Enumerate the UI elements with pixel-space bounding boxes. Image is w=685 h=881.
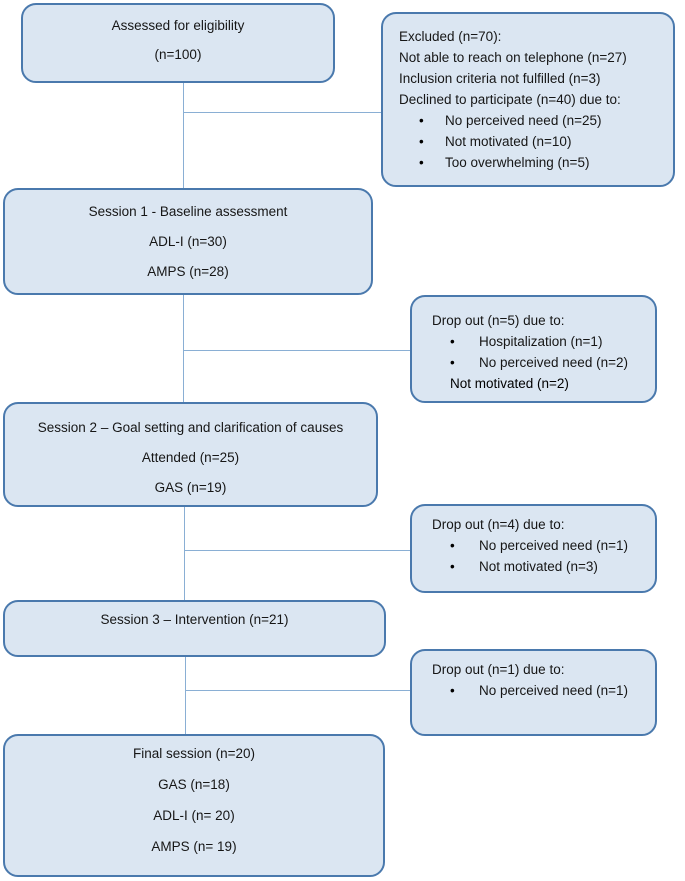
dropout2-bullet-item: • Not motivated (n=3) [432, 556, 645, 577]
session3-title: Session 3 – Intervention (n=21) [100, 612, 289, 627]
connector-assessed-to-session1 [183, 83, 184, 188]
dropout1-box: Drop out (n=5) due to: • Hospitalization… [410, 295, 657, 403]
dropout1-bullet-text: Hospitalization (n=1) [479, 334, 603, 349]
excluded-bullet-text: Not motivated (n=10) [445, 134, 572, 149]
bullet-icon: • [450, 355, 455, 370]
dropout1-title: Drop out (n=5) due to: [432, 313, 565, 328]
bullet-icon: • [450, 683, 455, 698]
dropout3-title: Drop out (n=1) due to: [432, 662, 565, 677]
connector-branch-to-dropout2 [185, 550, 410, 551]
session1-box: Session 1 - Baseline assessment ADL-I (n… [3, 188, 373, 295]
connector-branch-to-dropout1 [184, 350, 410, 351]
dropout2-title: Drop out (n=4) due to: [432, 517, 565, 532]
dropout2-bullet-text: Not motivated (n=3) [479, 559, 598, 574]
dropout2-bullet-text: No perceived need (n=1) [479, 538, 628, 553]
session2-attended: Attended (n=25) [141, 450, 240, 465]
final-box: Final session (n=20) GAS (n=18) ADL-I (n… [3, 734, 385, 877]
connector-session1-to-session2 [183, 295, 184, 402]
excluded-bullet-text: No perceived need (n=25) [445, 113, 602, 128]
bullet-icon: • [419, 113, 424, 128]
connector-branch-to-excluded [184, 112, 381, 113]
excluded-reason: Declined to participate (n=40) due to: [399, 92, 621, 107]
bullet-icon: • [419, 134, 424, 149]
final-adli: ADL-I (n= 20) [153, 808, 235, 823]
dropout3-bullet-text: No perceived need (n=1) [479, 683, 628, 698]
final-amps: AMPS (n= 19) [151, 839, 237, 854]
excluded-box: Excluded (n=70): Not able to reach on te… [381, 12, 675, 187]
connector-session2-to-session3 [184, 507, 185, 600]
session2-box: Session 2 – Goal setting and clarificati… [3, 402, 378, 507]
assessed-box: Assessed for eligibility (n=100) [21, 3, 335, 83]
session2-title: Session 2 – Goal setting and clarificati… [37, 420, 344, 435]
excluded-bullet-item: • Too overwhelming (n=5) [399, 152, 661, 173]
connector-branch-to-dropout3 [186, 690, 410, 691]
session1-adli: ADL-I (n=30) [149, 234, 227, 249]
excluded-reason: Not able to reach on telephone (n=27) [399, 50, 627, 65]
dropout1-bullet-item: • No perceived need (n=2) [432, 352, 645, 373]
dropout2-bullet-item: • No perceived need (n=1) [432, 535, 645, 556]
dropout3-box: Drop out (n=1) due to: • No perceived ne… [410, 649, 657, 736]
excluded-bullet-item: • Not motivated (n=10) [399, 131, 661, 152]
excluded-bullet-item: • No perceived need (n=25) [399, 110, 661, 131]
session2-gas: GAS (n=19) [154, 480, 227, 495]
dropout3-bullet-item: • No perceived need (n=1) [432, 680, 645, 701]
connector-session3-to-final [185, 657, 186, 734]
bullet-icon: • [450, 559, 455, 574]
bullet-icon: Not motivated (n=2) [450, 376, 569, 391]
dropout1-bullet-text: No perceived need (n=2) [479, 355, 628, 370]
bullet-icon: • [450, 334, 455, 349]
final-title: Final session (n=20) [133, 746, 255, 761]
dropout1-bullet-item: Not motivated (n=2) [432, 373, 645, 394]
assessed-count: (n=100) [154, 47, 202, 62]
assessed-line: Assessed for eligibility [111, 18, 245, 33]
bullet-icon: • [419, 155, 424, 170]
dropout1-bullet-item: • Hospitalization (n=1) [432, 331, 645, 352]
excluded-title: Excluded (n=70): [399, 29, 502, 44]
bullet-icon: • [450, 538, 455, 553]
session3-box: Session 3 – Intervention (n=21) [3, 600, 386, 657]
dropout2-box: Drop out (n=4) due to: • No perceived ne… [410, 504, 657, 593]
session1-title: Session 1 - Baseline assessment [88, 204, 288, 219]
final-gas: GAS (n=18) [158, 777, 230, 792]
excluded-reason: Inclusion criteria not fulfilled (n=3) [399, 71, 601, 86]
excluded-bullet-text: Too overwhelming (n=5) [445, 155, 590, 170]
session1-amps: AMPS (n=28) [147, 264, 229, 279]
